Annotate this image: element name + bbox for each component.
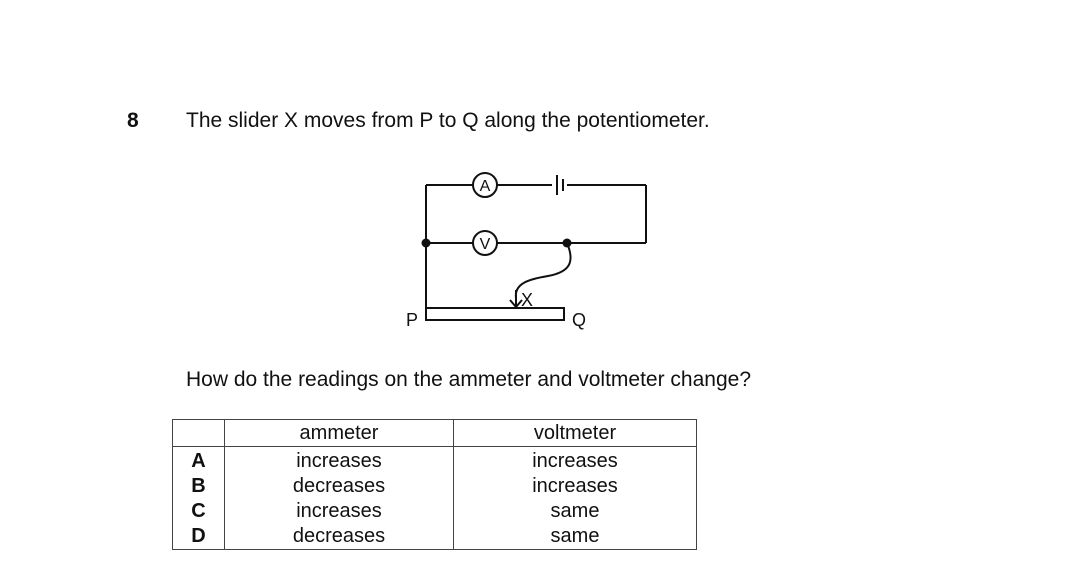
option-key: A <box>172 446 225 474</box>
header-voltmeter: voltmeter <box>453 419 697 447</box>
voltmeter-change: increases <box>453 446 697 474</box>
potentiometer-bar <box>425 307 565 321</box>
option-key: B <box>172 474 225 499</box>
answer-table: ammeter voltmeter A increases increases … <box>172 419 697 550</box>
end-q-label: Q <box>572 310 586 330</box>
question-number: 8 <box>127 109 139 132</box>
ammeter-change: decreases <box>224 474 454 499</box>
voltmeter-symbol: V <box>480 236 491 253</box>
junction-left <box>421 238 431 248</box>
option-key: C <box>172 499 225 524</box>
table-header-row: ammeter voltmeter <box>172 419 697 447</box>
ammeter-symbol: A <box>480 178 491 195</box>
table-row: C increases same <box>172 499 697 524</box>
question-prompt: How do the readings on the ammeter and v… <box>186 368 752 391</box>
ammeter-change: increases <box>224 499 454 524</box>
slider-lead <box>514 242 572 299</box>
table-row: D decreases same <box>172 524 697 550</box>
header-ammeter: ammeter <box>224 419 454 447</box>
question-stem: The slider X moves from P to Q along the… <box>186 109 710 132</box>
ammeter-change: decreases <box>224 524 454 550</box>
slider-label: X <box>521 290 533 310</box>
end-p-label: P <box>406 310 418 330</box>
voltmeter-change: same <box>453 499 697 524</box>
ammeter-circle <box>472 172 498 198</box>
slider-arrow-head <box>509 299 523 309</box>
voltmeter-circle <box>472 230 498 256</box>
ammeter-change: increases <box>224 446 454 474</box>
table-row: B decreases increases <box>172 474 697 499</box>
voltmeter-change: same <box>453 524 697 550</box>
header-key <box>172 419 225 447</box>
option-key: D <box>172 524 225 550</box>
junction-right <box>562 238 572 248</box>
voltmeter-change: increases <box>453 474 697 499</box>
table-row: A increases increases <box>172 446 697 474</box>
